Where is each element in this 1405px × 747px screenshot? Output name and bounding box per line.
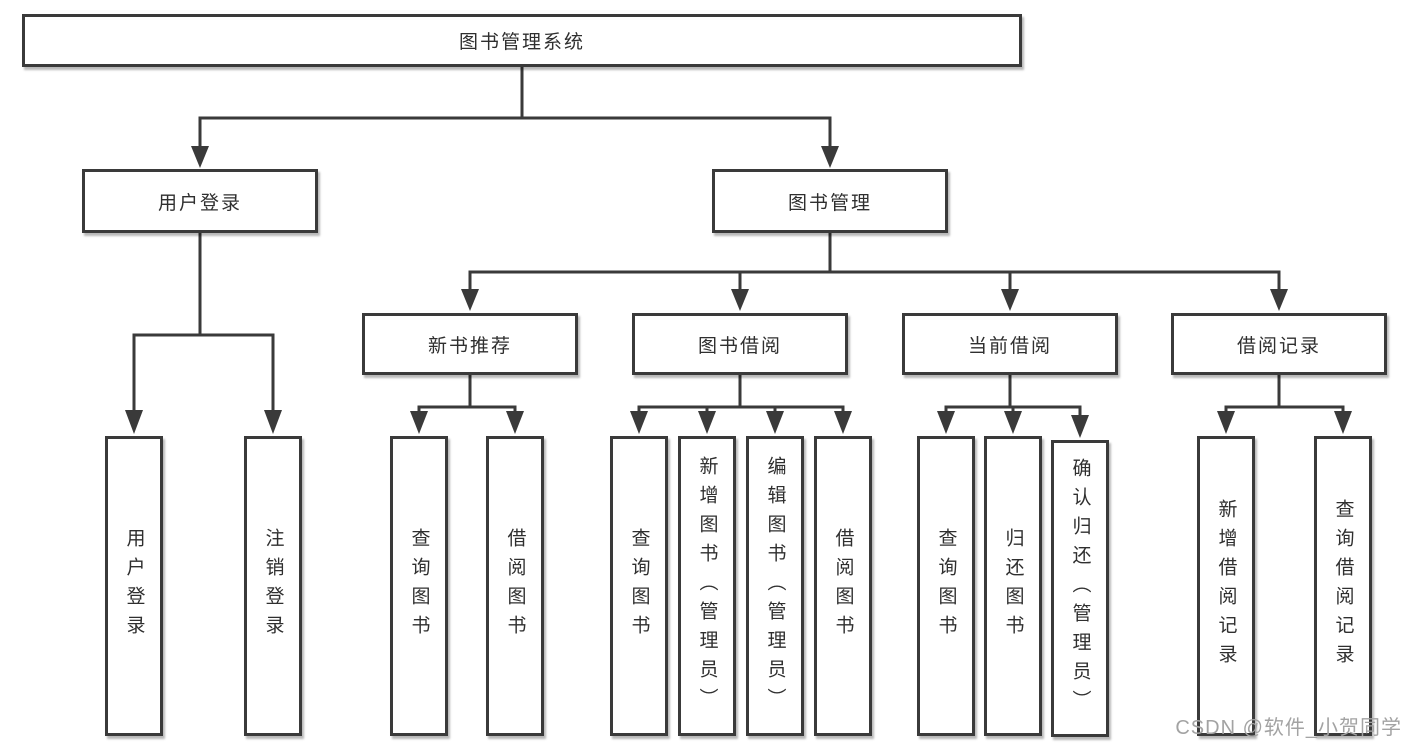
leaf-recommend-borrow-books: 借阅图书 <box>486 436 544 736</box>
node-book-borrow: 图书借阅 <box>632 313 848 375</box>
node-user-login: 用户登录 <box>82 169 318 233</box>
leaf-current-return-books: 归还图书 <box>984 436 1042 736</box>
node-borrow-records: 借阅记录 <box>1171 313 1387 375</box>
node-library-system: 图书管理系统 <box>22 14 1022 67</box>
node-current-borrow: 当前借阅 <box>902 313 1118 375</box>
edges-borrow-records <box>1217 375 1352 434</box>
edges-new-book-recommend <box>410 375 524 434</box>
edges-root <box>191 66 839 168</box>
edges-current-borrow <box>937 375 1089 438</box>
leaf-records-query-record: 查询借阅记录 <box>1314 436 1372 736</box>
leaf-borrow-query-books: 查询图书 <box>610 436 668 736</box>
leaf-borrow-borrow-books: 借阅图书 <box>814 436 872 736</box>
leaf-borrow-edit-books-admin: 编辑图书（管理员） <box>746 436 804 736</box>
csdn-watermark: CSDN @软件_小贺同学 <box>1175 717 1402 739</box>
leaf-borrow-add-books-admin: 新增图书（管理员） <box>678 436 736 736</box>
node-new-book-recommend: 新书推荐 <box>362 313 578 375</box>
edges-book-borrow <box>630 375 852 434</box>
leaf-user-login: 用户登录 <box>105 436 163 736</box>
leaf-current-query-books: 查询图书 <box>917 436 975 736</box>
leaf-logout: 注销登录 <box>244 436 302 736</box>
leaf-records-add-record: 新增借阅记录 <box>1197 436 1255 736</box>
leaf-current-confirm-return-admin: 确认归还（管理员） <box>1051 440 1109 737</box>
edges-user-login <box>125 233 282 434</box>
edges-book-management <box>461 233 1288 311</box>
leaf-recommend-query-books: 查询图书 <box>390 436 448 736</box>
node-book-management: 图书管理 <box>712 169 948 233</box>
